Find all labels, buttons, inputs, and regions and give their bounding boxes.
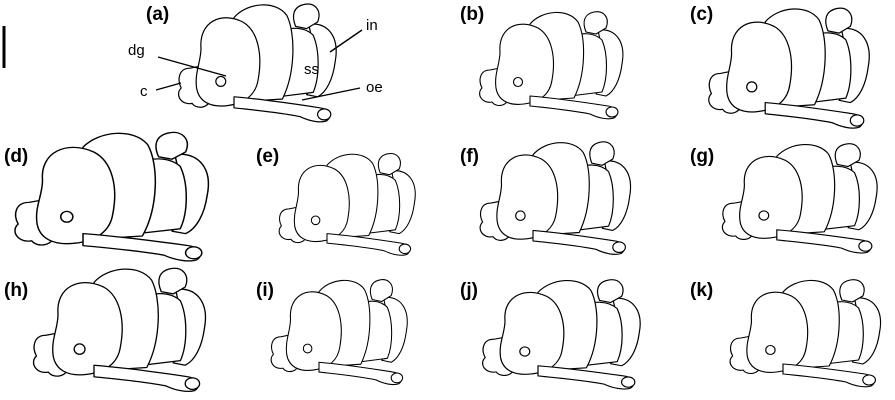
specimen-i xyxy=(270,279,408,386)
leader-in xyxy=(329,29,363,53)
specimen-k xyxy=(729,279,882,388)
label-c: c xyxy=(140,83,148,100)
specimen-j xyxy=(481,279,641,390)
leader-dg xyxy=(157,56,227,77)
specimen-d xyxy=(14,131,210,262)
leader-oe xyxy=(301,87,361,101)
specimen-g xyxy=(721,143,878,254)
specimen-c xyxy=(708,7,870,129)
panel-label-a: (a) xyxy=(146,4,169,25)
panel-label-i: (i) xyxy=(256,280,274,301)
label-in: in xyxy=(366,17,378,34)
label-ss: ss xyxy=(304,61,319,78)
panel-label-g: (g) xyxy=(690,146,714,167)
panel-label-f: (f) xyxy=(460,146,479,167)
specimen-f xyxy=(479,141,632,255)
panel-label-j: (j) xyxy=(460,280,478,301)
panel-label-k: (k) xyxy=(690,280,713,301)
panel-label-b: (b) xyxy=(460,4,484,25)
panel-label-e: (e) xyxy=(256,146,279,167)
specimen-h xyxy=(32,267,207,393)
specimen-b xyxy=(479,11,624,120)
specimen-e xyxy=(278,152,416,256)
label-oe: oe xyxy=(366,79,383,96)
label-dg: dg xyxy=(128,42,145,59)
panel-label-h: (h) xyxy=(4,280,28,301)
leader-c xyxy=(155,82,182,91)
panel-label-c: (c) xyxy=(690,4,713,25)
panel-label-d: (d) xyxy=(4,146,28,167)
